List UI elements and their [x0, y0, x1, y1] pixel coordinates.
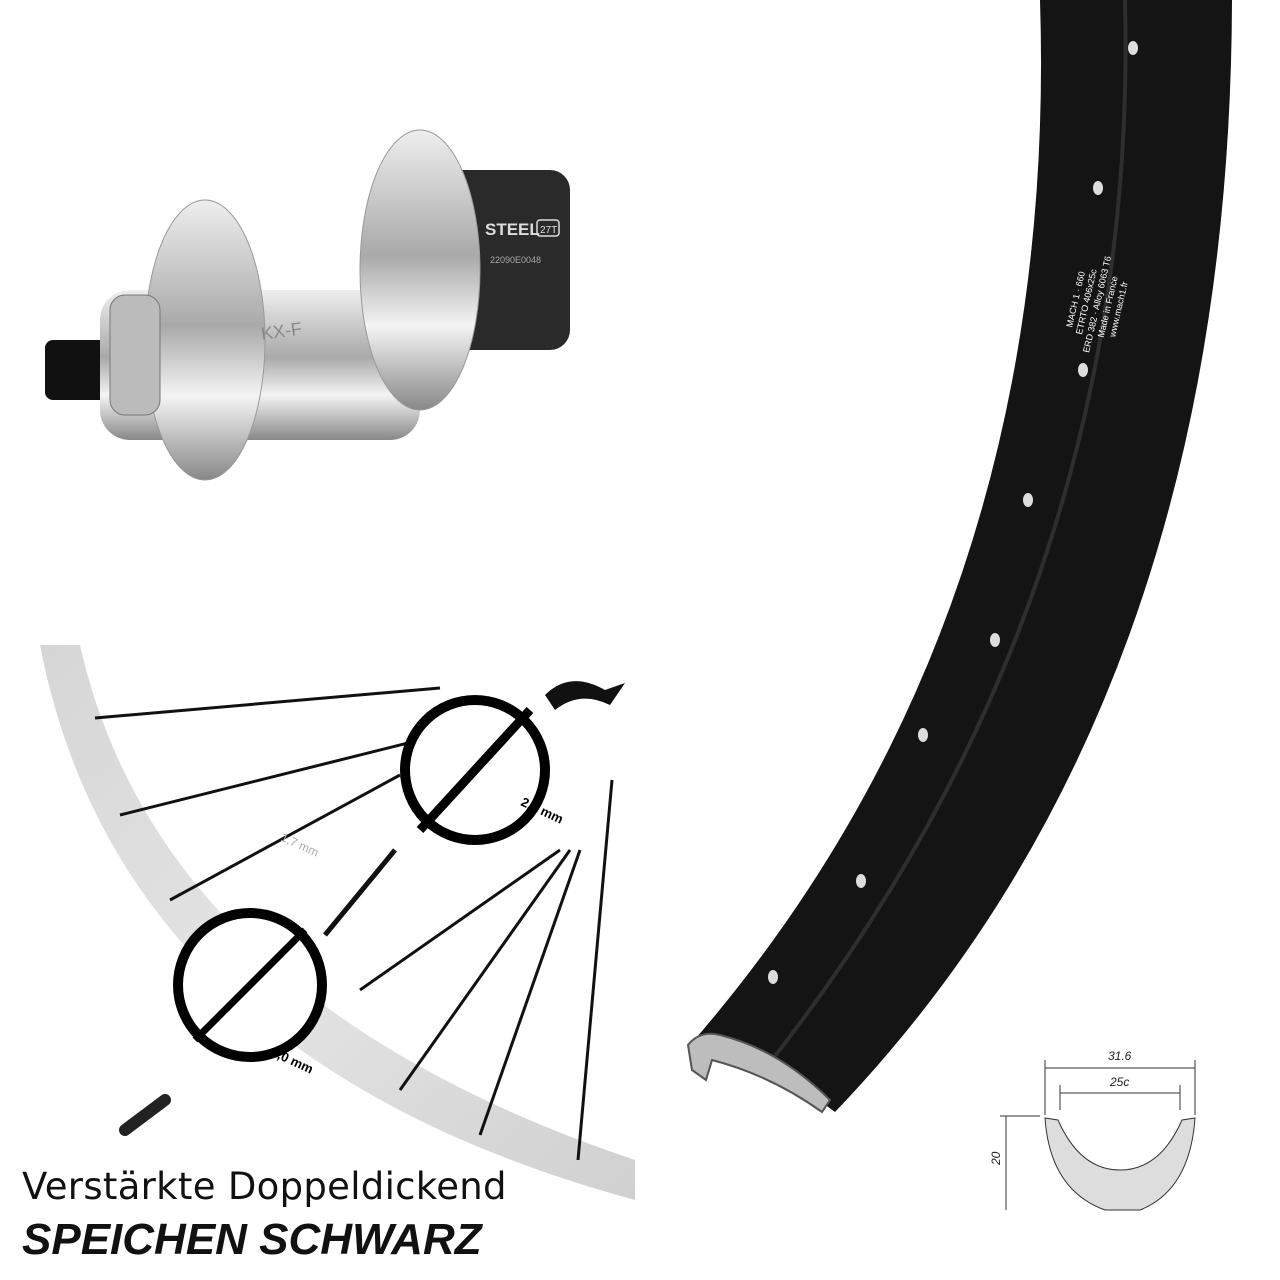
rim-arc — [40, 645, 635, 1200]
freehub-teeth: 27T — [540, 225, 557, 236]
freehub-brand: STEEL — [485, 220, 540, 239]
spoke-head-icon — [545, 681, 625, 710]
teeth-badge — [536, 219, 560, 237]
profile-outer-width: 31.6 — [1108, 1049, 1132, 1063]
disc-mount — [109, 294, 161, 416]
spokes — [94, 686, 614, 1161]
axle-end-left — [45, 340, 115, 400]
rim-profile-drawing: 31.6 25c 20 — [989, 1049, 1196, 1211]
spoke-thread-icon — [119, 1094, 171, 1136]
flange-right — [359, 129, 481, 411]
rim-sticker: MACH 1 · 660 ETRTO 406x25c ERD 382 · All… — [1064, 255, 1129, 354]
caption-line1: Verstärkte Doppeldickend — [22, 1165, 507, 1208]
spoke-holes — [768, 41, 1138, 984]
flange-left — [144, 199, 266, 481]
rim-band — [690, 0, 1232, 1112]
profile-height: 20 — [989, 1151, 1003, 1166]
hub-serial: 22090E0048 — [490, 255, 541, 265]
spoke-diagram: 2,3 mm 1,7 mm 2,0 mm — [40, 645, 635, 1200]
hub: STEEL 27T 22090E0048 KX-F — [45, 129, 570, 481]
spoke-middle-label: 1,7 mm — [279, 830, 321, 860]
rim-profile-cut — [686, 1032, 832, 1114]
rim: MACH 1 · 660 ETRTO 406x25c ERD 382 · All… — [686, 0, 1232, 1114]
rim-highlight — [758, 0, 1128, 1077]
profile-inner-width: 25c — [1109, 1075, 1129, 1089]
caption-line2: SPEICHEN SCHWARZ — [22, 1215, 482, 1264]
